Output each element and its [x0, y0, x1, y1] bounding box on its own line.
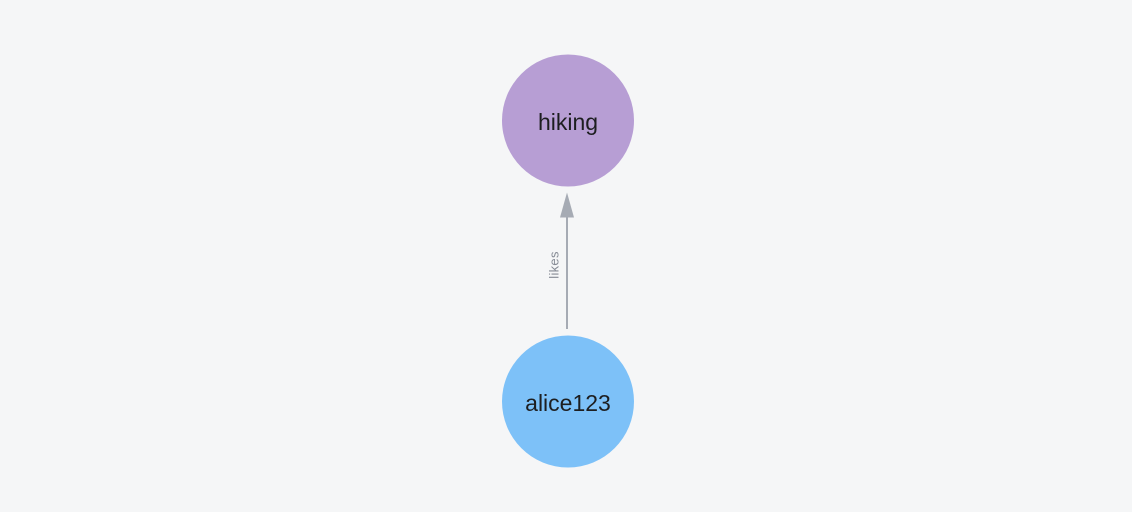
- node-hiking-label: hiking: [538, 109, 598, 135]
- node-alice123-circle: [502, 335, 634, 468]
- edge-likes[interactable]: likes: [547, 192, 575, 330]
- node-alice123[interactable]: alice123: [502, 335, 634, 468]
- node-hiking-circle: [502, 54, 634, 187]
- edge-label: likes: [547, 251, 562, 279]
- edge-arrowhead-icon: [560, 192, 574, 218]
- node-alice123-label: alice123: [525, 390, 611, 416]
- node-hiking[interactable]: hiking: [502, 54, 634, 187]
